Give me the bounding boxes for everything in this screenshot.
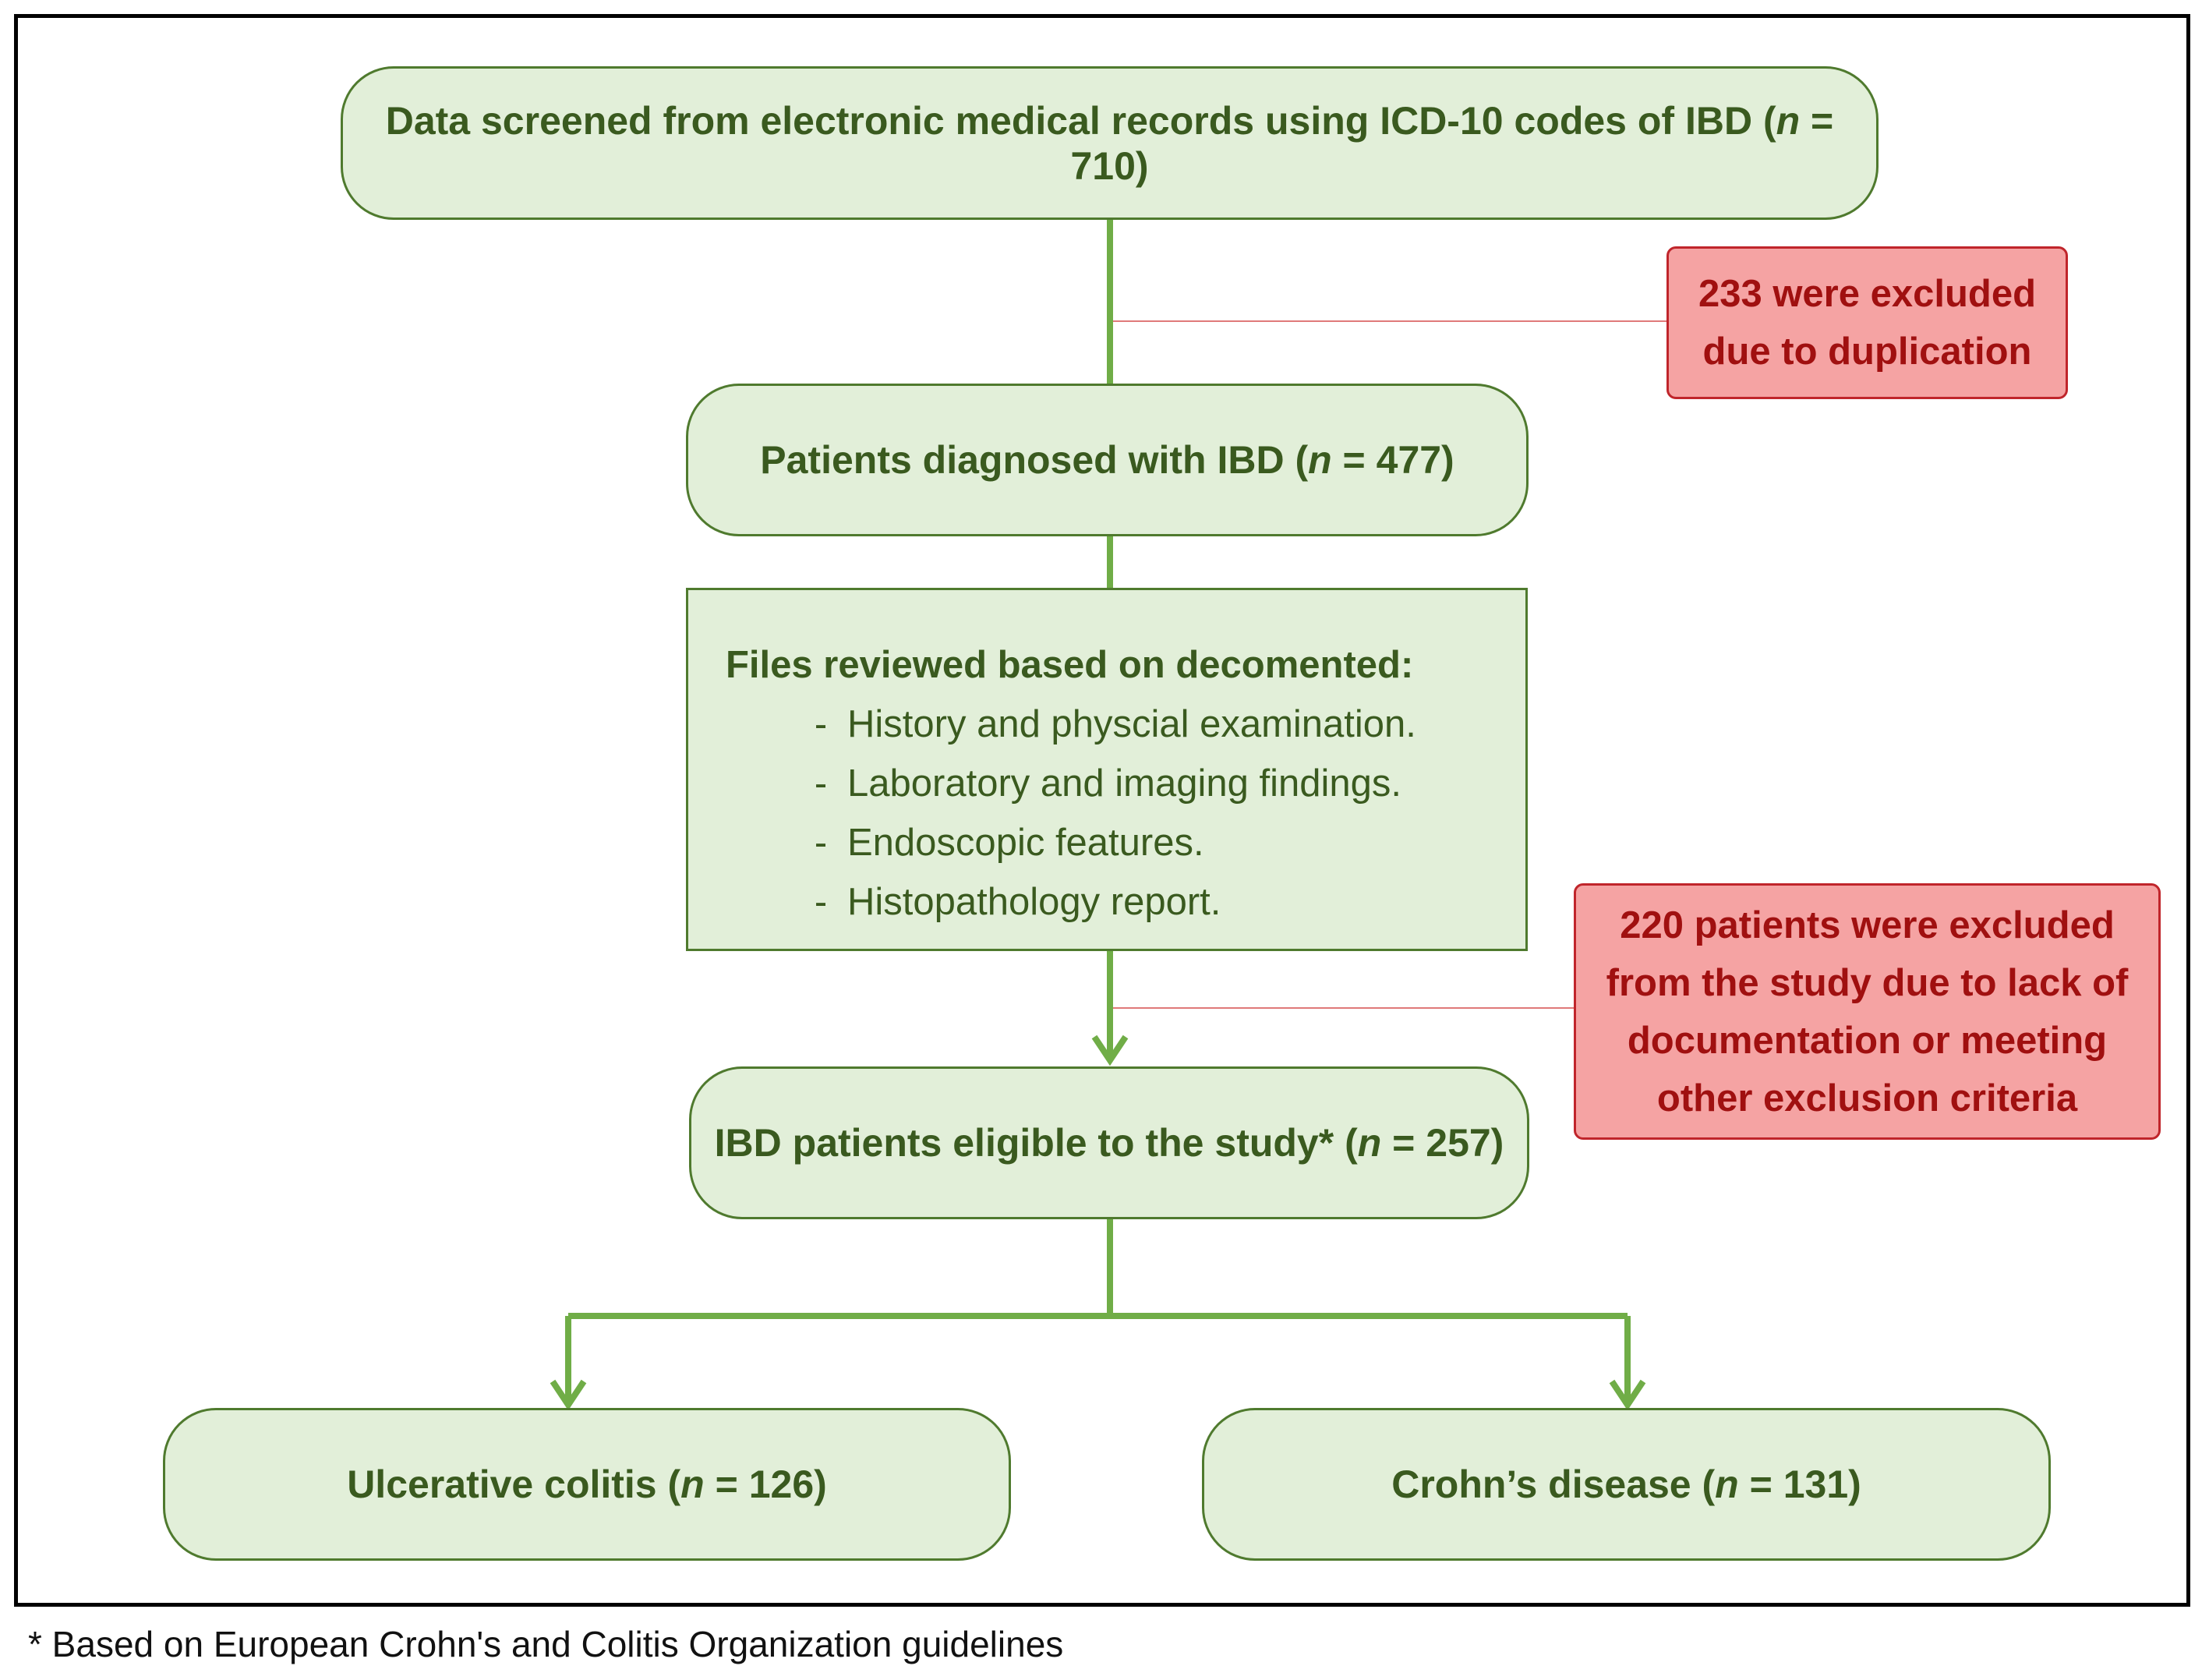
arrowhead-eligible (1091, 1035, 1129, 1066)
ulcerative-colitis-label: Ulcerative colitis (n = 126) (347, 1462, 827, 1506)
exclusion-duplication-box: 233 were excluded due to duplication (1666, 246, 2068, 399)
eligible-box: IBD patients eligible to the study* (n =… (689, 1066, 1529, 1219)
review-item: -Endoscopic features. (814, 822, 1204, 864)
diagnosed-label: Patients diagnosed with IBD (n = 477) (760, 438, 1454, 482)
arrowhead-uc (550, 1379, 587, 1411)
arrowhead-cd (1609, 1379, 1646, 1411)
exclusion-documentation-box: 220 patients were excluded from the stud… (1574, 883, 2161, 1140)
crohns-disease-label: Crohn’s disease (n = 131) (1391, 1462, 1861, 1506)
exclusion-duplication-line: due to duplication (1702, 331, 2032, 373)
review-heading: Files reviewed based on decomented: (726, 644, 1414, 686)
exclusion-documentation-line: documentation or meeting (1627, 1019, 2108, 1062)
review-item: -Laboratory and imaging findings. (814, 762, 1401, 805)
exclusion-documentation-line: 220 patients were excluded (1620, 904, 2115, 946)
exclusion-duplication-line: 233 were excluded (1698, 273, 2037, 315)
eligible-label: IBD patients eligible to the study* (n =… (714, 1121, 1504, 1165)
diagnosed-box: Patients diagnosed with IBD (n = 477) (686, 384, 1529, 536)
ulcerative-colitis-box: Ulcerative colitis (n = 126) (163, 1408, 1011, 1561)
screened-label: Data screened from electronic medical re… (385, 98, 1834, 188)
exclusion-documentation-line: from the study due to lack of (1606, 961, 2129, 1004)
screened-box: Data screened from electronic medical re… (341, 66, 1879, 220)
review-item: -History and physcial examination. (814, 703, 1416, 745)
exclusion-documentation-line: other exclusion criteria (1656, 1077, 2078, 1119)
footnote: * Based on European Crohn's and Colitis … (28, 1624, 1064, 1664)
figure-frame (14, 14, 2190, 1607)
review-item: -Histopathology report. (814, 881, 1221, 923)
crohns-disease-box: Crohn’s disease (n = 131) (1202, 1408, 2051, 1561)
review-box: Files reviewed based on decomented: -His… (686, 588, 1528, 951)
